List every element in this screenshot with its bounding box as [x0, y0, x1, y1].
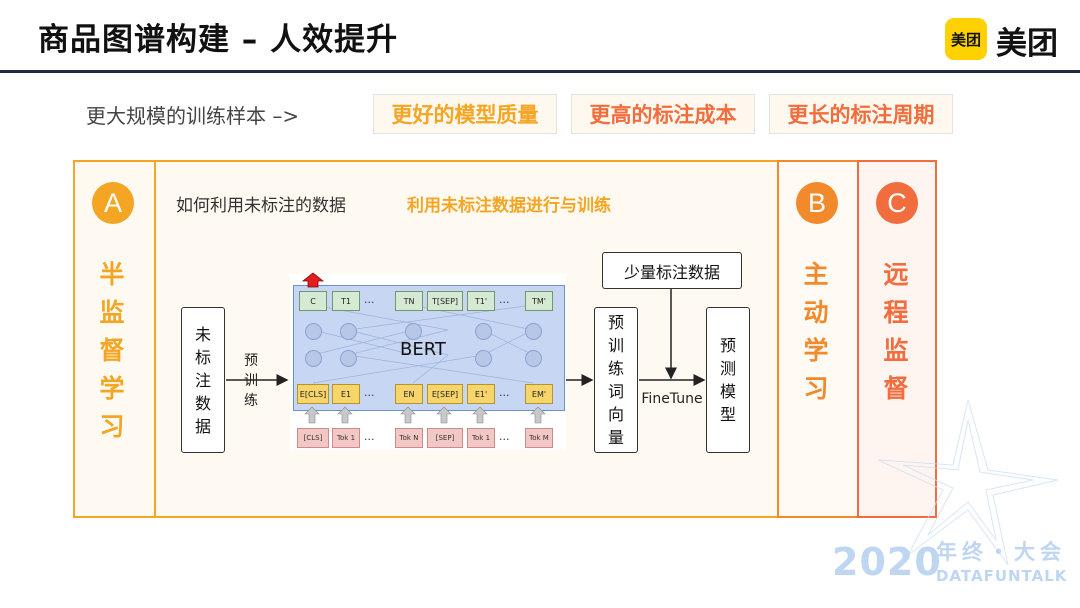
prediction-model-label: 预测模型 — [719, 336, 736, 424]
bert-node — [475, 323, 492, 340]
panel-a-divider — [154, 161, 156, 517]
watermark-event-en: DATAFUNTALK — [936, 567, 1068, 585]
badge-c: C — [876, 182, 918, 224]
watermark-event-cn: 年终・大会 — [936, 540, 1066, 564]
label-semi-supervised: 半监督学习 — [99, 260, 125, 441]
bert-input-token: Tok 1 — [332, 428, 360, 448]
bert-node — [525, 350, 542, 367]
bert-label: BERT — [400, 339, 446, 360]
prediction-model-box: 预测模型 — [706, 307, 750, 453]
bert-embedding-token: EN — [395, 384, 423, 404]
bert-embedding-token: E1' — [467, 384, 495, 404]
badge-b: B — [796, 182, 838, 224]
meituan-logo-text: 美团 — [996, 26, 1058, 62]
lead-text: 更大规模的训练样本 –> — [86, 104, 300, 128]
bert-ellipsis: ... — [364, 430, 375, 443]
bert-output-token: T[SEP] — [427, 291, 463, 311]
bert-output-token: C — [299, 291, 327, 311]
label-active-learning: 主动学习 — [803, 260, 829, 403]
bert-ellipsis: ... — [499, 386, 510, 399]
bert-output-token: TM' — [525, 291, 553, 311]
bert-node — [405, 323, 422, 340]
chip-quality: 更好的模型质量 — [373, 94, 557, 134]
pretrain-label: 预训练 — [244, 353, 258, 409]
unlabeled-data-label: 未标注数据 — [194, 324, 211, 436]
bert-node — [305, 323, 322, 340]
page-title: 商品图谱构建 – 人效提升 — [38, 22, 399, 58]
bert-ellipsis: ... — [499, 430, 510, 443]
bert-node — [525, 323, 542, 340]
bert-node — [340, 323, 357, 340]
bert-ellipsis: ... — [364, 293, 375, 306]
badge-a: A — [92, 182, 134, 224]
finetune-label: FineTune — [641, 391, 703, 407]
unlabeled-data-box: 未标注数据 — [181, 307, 225, 453]
bert-output-token: T1 — [332, 291, 360, 311]
bert-ellipsis: ... — [499, 293, 510, 306]
bert-node — [340, 350, 357, 367]
bert-ellipsis: ... — [364, 386, 375, 399]
watermark-year: 2020 — [832, 540, 942, 584]
bert-embedding-token: E[CLS] — [297, 384, 329, 404]
label-distant-supervision: 远程监督 — [883, 260, 909, 403]
input-up-arrows — [304, 406, 546, 424]
pretrained-word-vector-label: 预训练词向量 — [607, 313, 624, 447]
bert-node — [305, 350, 322, 367]
few-labeled-data-box: 少量标注数据 — [602, 252, 742, 289]
watermark-star-graphic — [877, 399, 1059, 566]
chip-cycle: 更长的标注周期 — [769, 94, 953, 134]
chip-cost: 更高的标注成本 — [571, 94, 755, 134]
meituan-logo-badge: 美团 — [945, 18, 987, 60]
bert-input-token: [SEP] — [427, 428, 463, 448]
subtitle-highlight: 利用未标注数据进行与训练 — [407, 196, 611, 216]
bert-input-token: Tok 1 — [467, 428, 495, 448]
bert-output-token: T1' — [467, 291, 495, 311]
bert-embedding-token: E1 — [332, 384, 360, 404]
bert-node — [475, 350, 492, 367]
bert-embedding-token: EM' — [525, 384, 553, 404]
bert-input-token: [CLS] — [297, 428, 329, 448]
subtitle-question: 如何利用未标注的数据 — [176, 196, 346, 216]
bert-output-token: TN — [395, 291, 423, 311]
bert-input-token: Tok N — [395, 428, 423, 448]
pretrained-word-vector-box: 预训练词向量 — [594, 307, 638, 453]
bert-input-token: Tok M — [525, 428, 553, 448]
header-divider — [0, 70, 1080, 73]
bert-embedding-token: E[SEP] — [427, 384, 463, 404]
cls-output-arrow-icon — [302, 272, 324, 288]
few-labeled-data-label: 少量标注数据 — [623, 262, 720, 282]
